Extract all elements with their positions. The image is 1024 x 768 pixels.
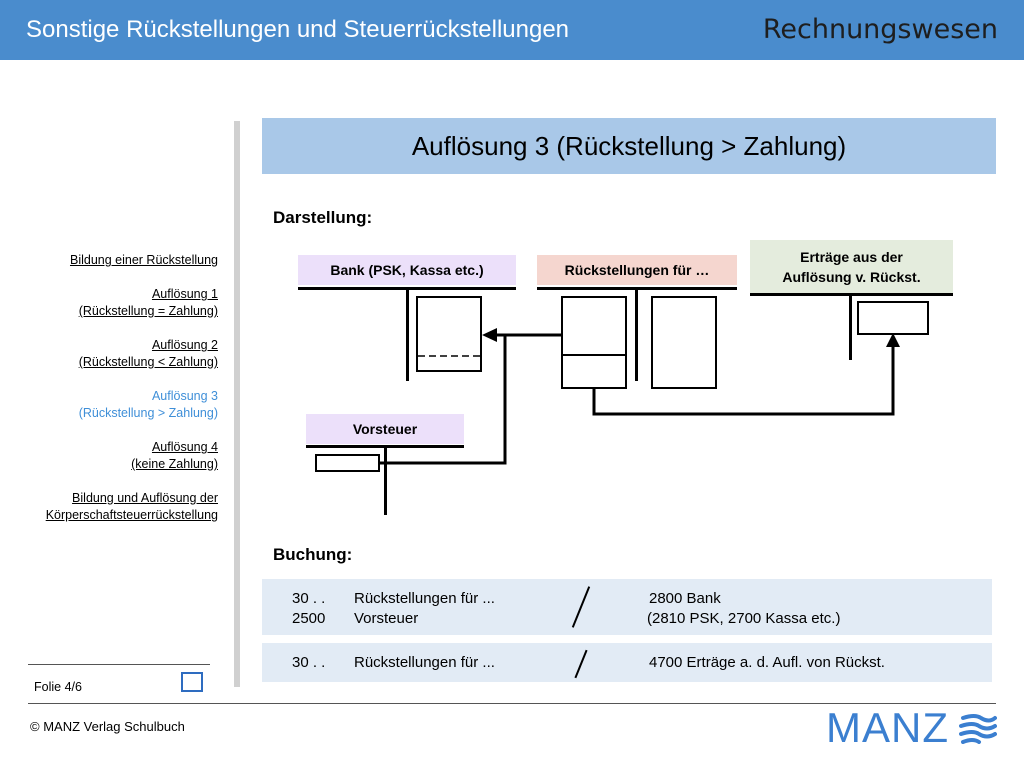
account-bank-label: Bank (PSK, Kassa etc.) xyxy=(330,262,484,278)
vorsteuer-debit-box xyxy=(315,454,380,472)
connector-to-ertraege xyxy=(592,345,895,416)
booking-2-debit-1-name: Rückstellungen für ... xyxy=(354,654,495,671)
account-rueckstellungen-header: Rückstellungen für … xyxy=(537,255,737,285)
account-bank-header: Bank (PSK, Kassa etc.) xyxy=(298,255,516,285)
rueckstellungen-credit-box xyxy=(651,296,717,389)
footer-divider xyxy=(28,664,210,665)
account-rueckstellungen-label: Rückstellungen für … xyxy=(564,262,710,278)
arrow-to-ertraege-icon xyxy=(886,333,900,347)
nav-item-sublabel: (Rückstellung = Zahlung) xyxy=(78,304,218,318)
nav-item-aufloesung-4[interactable]: Auflösung 4 (keine Zahlung) xyxy=(10,439,218,473)
booking-entry-1: 30 . . Rückstellungen für ... 2500 Vorst… xyxy=(262,579,992,635)
booking-1-separator xyxy=(571,586,591,628)
slide-number: Folie 4/6 xyxy=(34,680,82,694)
copyright-text: © MANZ Verlag Schulbuch xyxy=(30,719,185,734)
account-vorsteuer-label: Vorsteuer xyxy=(352,421,418,437)
nav-item-sublabel: (Rückstellung < Zahlung) xyxy=(78,355,218,369)
nav-item-label: Auflösung 1 xyxy=(151,287,218,301)
buchung-heading: Buchung: xyxy=(273,545,353,564)
account-ertraege-label-line2: Auflösung v. Rückst. xyxy=(782,268,921,285)
header-brand: Rechnungswesen xyxy=(762,14,998,45)
nav-item-bildung[interactable]: Bildung einer Rückstellung xyxy=(10,252,218,269)
booking-1-credit-1: 2800 Bank xyxy=(649,590,721,607)
connector-to-vorsteuer xyxy=(380,335,507,465)
booking-2-debit-1-code: 30 . . xyxy=(292,654,326,671)
rueckstellungen-debit-box xyxy=(561,296,627,389)
booking-1-debit-2-name: Vorsteuer xyxy=(354,610,419,627)
slide-title: Auflösung 3 (Rückstellung > Zahlung) xyxy=(411,131,847,161)
account-ertraege-header: Erträge aus der Auflösung v. Rückst. xyxy=(750,240,953,293)
home-button[interactable] xyxy=(181,672,203,692)
account-ertraege-stem xyxy=(849,293,852,360)
nav-item-label: Bildung einer Rückstellung xyxy=(69,253,218,267)
logo-text: MANZ xyxy=(826,704,949,751)
slide-navigation: Bildung einer Rückstellung Auflösung 1 (… xyxy=(10,252,218,541)
nav-item-label: Bildung und Auflösung der xyxy=(72,491,218,505)
darstellung-heading: Darstellung: xyxy=(273,208,373,227)
booking-2-separator xyxy=(574,649,588,679)
account-vorsteuer-stem xyxy=(384,445,387,515)
nav-item-label: Auflösung 2 xyxy=(151,338,218,352)
account-ertraege-label-line1: Erträge aus der xyxy=(800,248,903,265)
booking-1-debit-1-name: Rückstellungen für ... xyxy=(354,590,495,607)
sidebar-divider xyxy=(234,121,240,687)
booking-1-credit-2: (2810 PSK, 2700 Kassa etc.) xyxy=(647,610,841,627)
account-rueckstellungen-stem xyxy=(635,287,638,381)
nav-item-sublabel: (keine Zahlung) xyxy=(131,457,218,471)
booking-entry-2: 30 . . Rückstellungen für ... 4700 Erträ… xyxy=(262,643,992,682)
nav-item-aufloesung-2[interactable]: Auflösung 2 (Rückstellung < Zahlung) xyxy=(10,337,218,371)
account-bank-stem xyxy=(406,287,409,381)
nav-item-label: Auflösung 4 xyxy=(151,440,218,454)
arrow-to-bank-icon xyxy=(482,328,497,342)
nav-item-sublabel: (Rückstellung > Zahlung) xyxy=(78,406,218,420)
booking-2-credit-1: 4700 Erträge a. d. Aufl. von Rückst. xyxy=(649,654,885,671)
booking-1-debit-1-code: 30 . . xyxy=(292,590,326,607)
slide-title-box: Auflösung 3 (Rückstellung > Zahlung) xyxy=(262,118,996,174)
header-bar: Sonstige Rückstellungen und Steuerrückst… xyxy=(0,0,1024,60)
header-title: Sonstige Rückstellungen und Steuerrückst… xyxy=(26,16,570,43)
nav-item-aufloesung-3[interactable]: Auflösung 3 (Rückstellung > Zahlung) xyxy=(10,388,218,422)
manz-logo: MANZ xyxy=(826,704,998,751)
bottom-divider xyxy=(28,703,996,704)
bank-credit-box xyxy=(416,296,482,372)
account-vorsteuer-header: Vorsteuer xyxy=(306,414,464,444)
nav-item-label: Auflösung 3 xyxy=(151,389,218,403)
nav-item-aufloesung-1[interactable]: Auflösung 1 (Rückstellung = Zahlung) xyxy=(10,286,218,320)
nav-item-koerperschaftsteuer[interactable]: Bildung und Auflösung der Körperschaftst… xyxy=(10,490,218,524)
nav-item-sublabel: Körperschaftsteuerrückstellung xyxy=(45,508,218,522)
booking-1-debit-2-code: 2500 xyxy=(292,610,326,627)
logo-mark-icon xyxy=(959,714,997,744)
